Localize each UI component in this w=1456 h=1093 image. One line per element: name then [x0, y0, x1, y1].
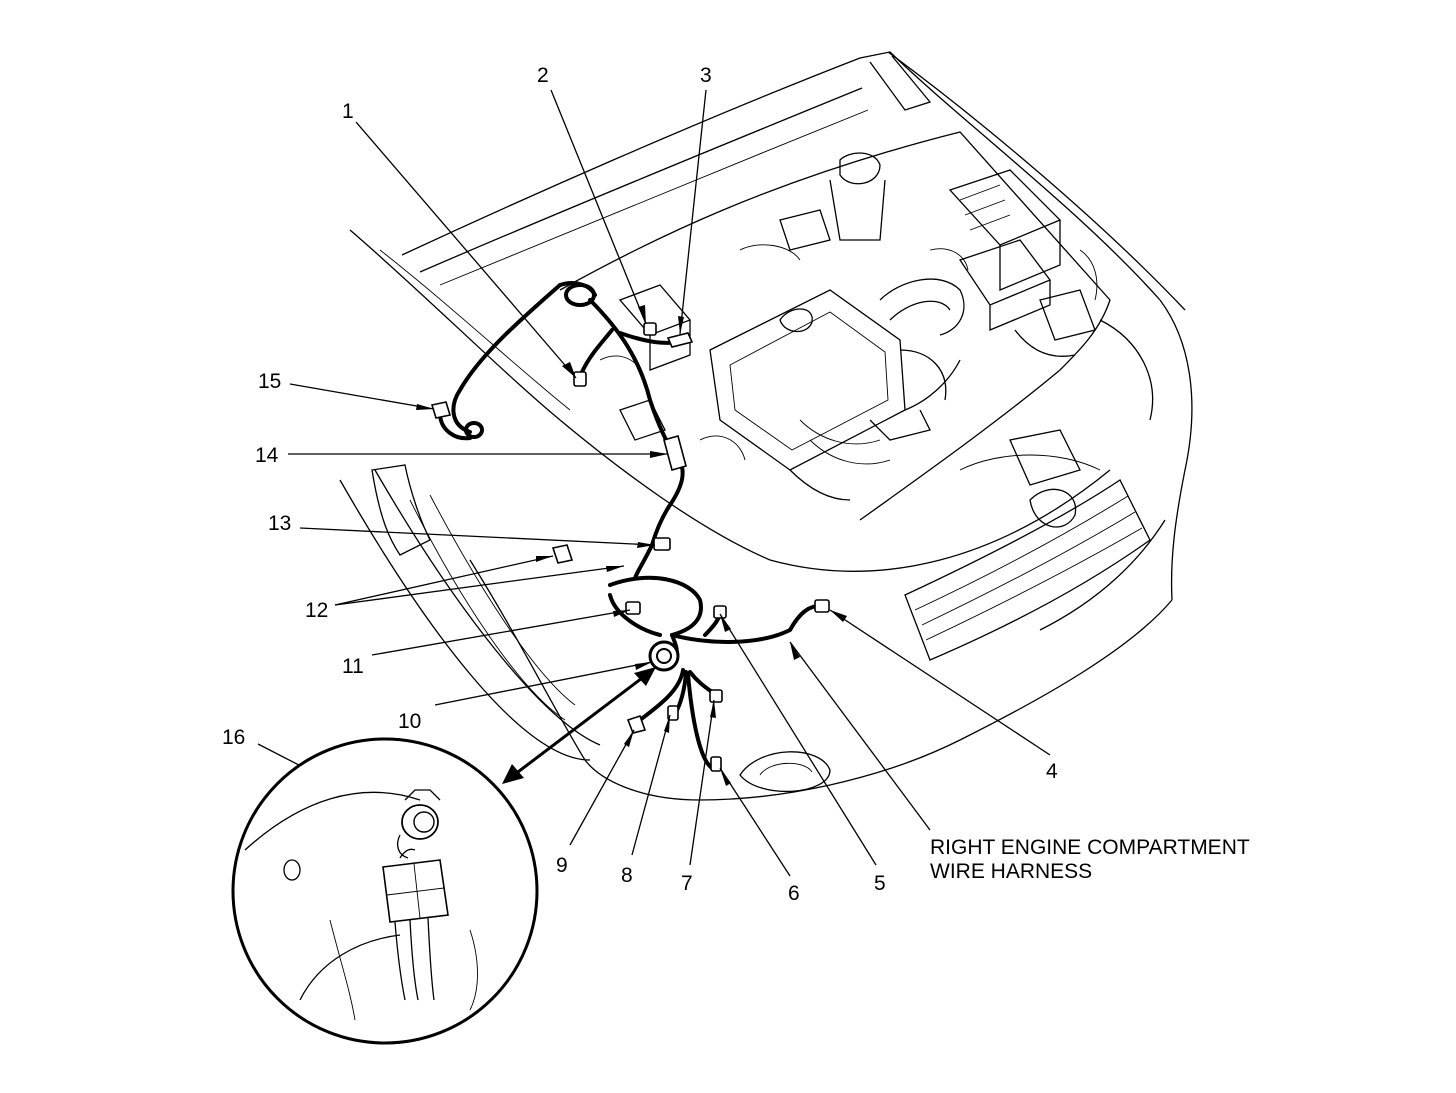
connector-9	[626, 714, 647, 734]
harness-caption: RIGHT ENGINE COMPARTMENT WIRE HARNESS	[930, 836, 1250, 883]
connector-15	[430, 401, 452, 419]
callout-6: 6	[788, 882, 800, 905]
callout-1: 1	[342, 100, 354, 123]
callout-11: 11	[342, 655, 364, 678]
connector-14	[663, 435, 687, 471]
detail-view	[231, 737, 539, 1045]
connector-11	[625, 601, 641, 615]
connector-7	[709, 689, 723, 703]
callout-2: 2	[537, 64, 549, 87]
callout-16: 16	[222, 726, 245, 749]
callout-14: 14	[255, 444, 279, 467]
caption-line-1: RIGHT ENGINE COMPARTMENT	[930, 836, 1250, 859]
callout-4: 4	[1046, 760, 1058, 783]
leader-lines	[257, 89, 1051, 877]
connector-3	[666, 332, 694, 348]
callout-labels: 1 2 3 4 5 6 7 8 9 10 11 12 13 14 15 16	[222, 64, 1058, 905]
callout-13: 13	[268, 512, 291, 535]
caption-line-2: WIRE HARNESS	[930, 860, 1092, 883]
callout-10: 10	[398, 710, 421, 733]
connector-2	[643, 322, 657, 336]
callout-8: 8	[621, 864, 633, 887]
connector-1	[573, 371, 587, 387]
callout-15: 15	[258, 370, 281, 393]
connector-5	[713, 605, 727, 619]
engine-assembly	[599, 169, 1098, 501]
callout-12: 12	[305, 599, 328, 622]
connectors	[430, 322, 830, 772]
wire-harness	[438, 281, 824, 770]
callout-7: 7	[681, 872, 693, 895]
connector-8	[667, 705, 679, 721]
connector-12	[551, 544, 574, 564]
connector-13	[653, 537, 671, 551]
callout-3: 3	[700, 64, 712, 87]
connector-6	[710, 756, 722, 772]
connector-4	[814, 599, 830, 613]
callout-5: 5	[874, 872, 886, 895]
callout-9: 9	[556, 854, 568, 877]
